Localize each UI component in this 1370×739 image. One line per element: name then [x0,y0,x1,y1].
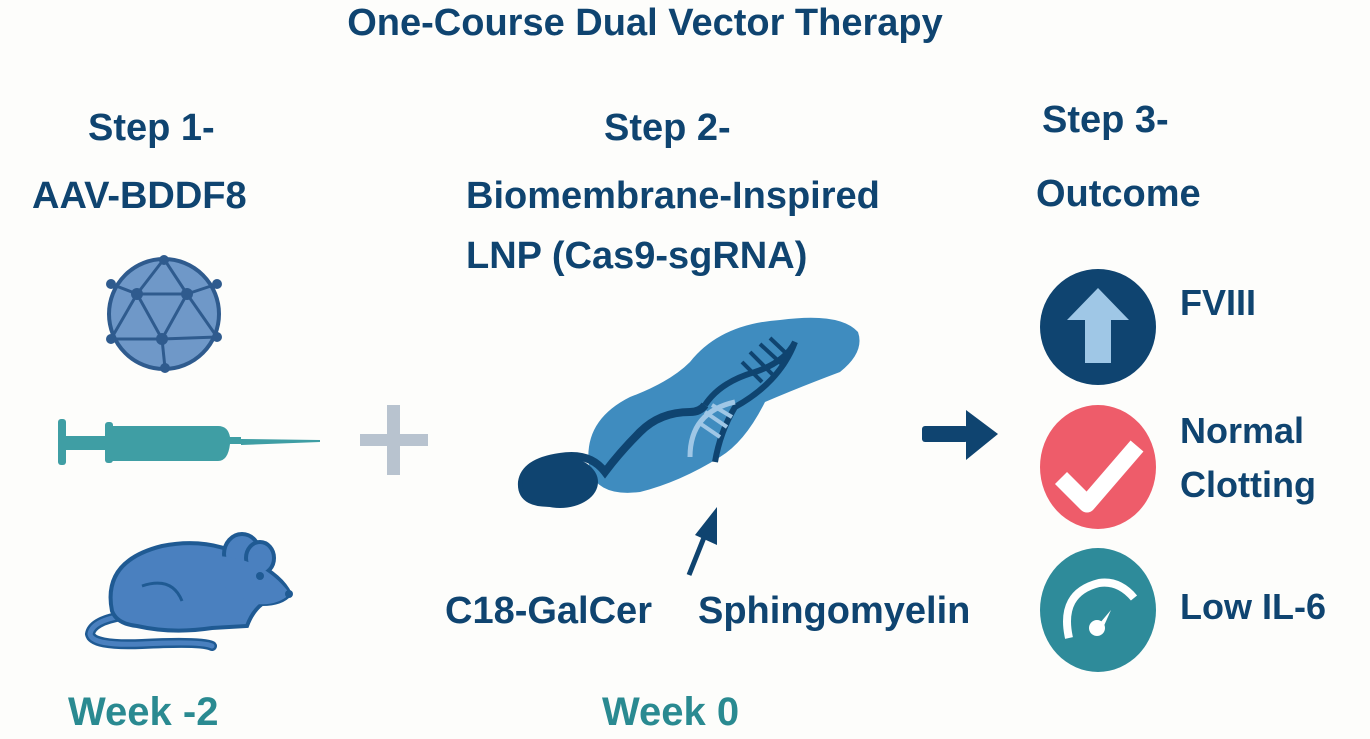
up-arrow-icon [1040,269,1156,385]
lnp-dna-icon [517,317,860,508]
outcome-normal-line2: Clotting [1180,464,1316,505]
syringe-icon [58,419,320,465]
step1-week: Week -2 [68,690,219,734]
step3-subtitle: Outcome [1036,173,1201,215]
outcome-fviii: FVIII [1180,282,1257,323]
step1-subtitle: AAV-BDDF8 [32,175,247,217]
mouse-icon [84,532,293,651]
step2-week: Week 0 [602,690,740,734]
pointer-arrow-icon [686,507,717,576]
page-title: One-Course Dual Vector Therapy [347,2,943,44]
step2-subtitle-line1: Biomembrane-Inspired [466,175,880,217]
component-sphingomyelin: Sphingomyelin [698,590,971,632]
outcome-normal-line1: Normal [1180,410,1305,451]
step3-heading: Step 3- [1042,99,1169,141]
step2-heading: Step 2- [604,107,731,149]
aav-capsid-icon [106,255,222,373]
step1-heading: Step 1- [88,107,215,149]
component-c18-galcer: C18-GalCer [445,590,652,632]
right-arrow-icon [922,410,998,460]
checkmark-icon [1040,405,1156,529]
step2-subtitle-line2: LNP (Cas9-sgRNA) [466,235,808,277]
plus-icon [360,405,428,475]
outcome-low-il6: Low IL-6 [1180,586,1326,627]
gauge-icon [1040,548,1156,672]
